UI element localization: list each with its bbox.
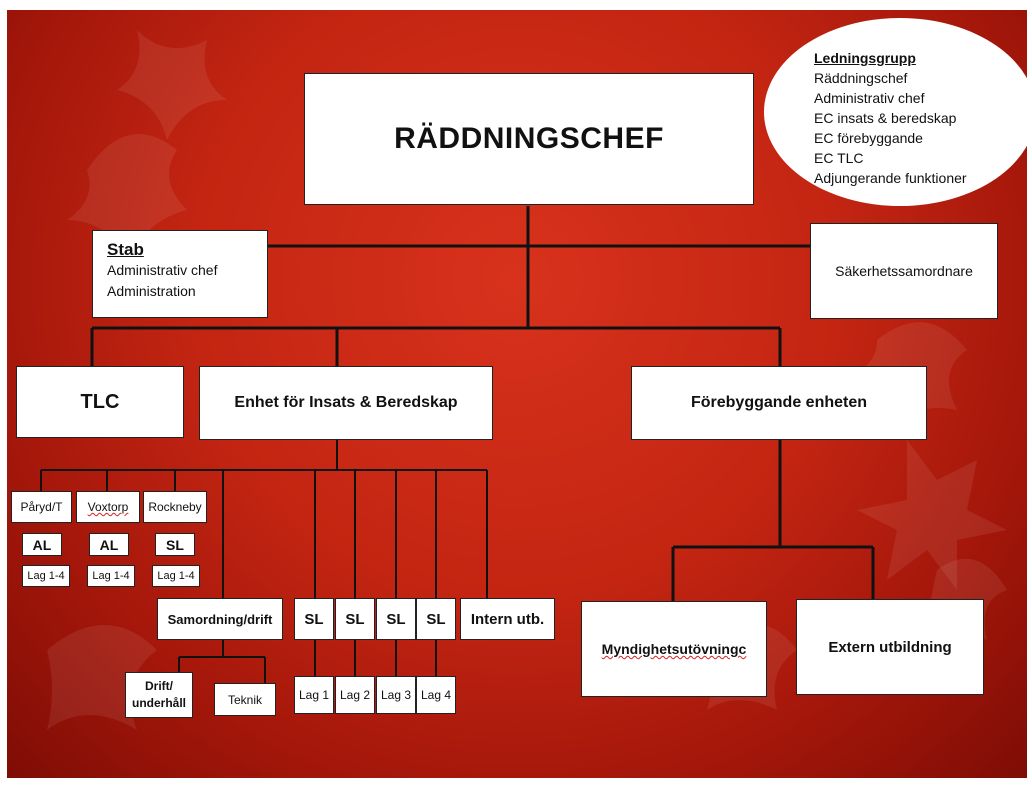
- ledningsgrupp-heading: Ledningsgrupp: [814, 50, 916, 66]
- lag-label: Lag 1-4: [92, 570, 130, 582]
- lag-box: Lag 1: [294, 676, 334, 714]
- ledningsgrupp-item: EC TLC: [814, 150, 864, 166]
- lag-label: Lag 1-4: [157, 570, 195, 582]
- extern-utbildning-label: Extern utbildning: [828, 638, 952, 656]
- org-connector-lines: [40, 206, 875, 683]
- insats-beredskap-box: Enhet för Insats & Beredskap: [199, 366, 493, 440]
- station-box-voxtorp: Voxtorp: [76, 491, 140, 523]
- sl-label: SL: [386, 610, 406, 628]
- station-label: Påryd/T: [20, 500, 63, 514]
- forebyggande-box: Förebyggande enheten: [631, 366, 927, 440]
- sl-box: SL: [294, 598, 334, 640]
- drift-label: Drift/ underhåll: [131, 679, 186, 710]
- ledningsgrupp-oval: Ledningsgrupp Räddningschef Administrati…: [764, 18, 1027, 206]
- tlc-box: TLC: [16, 366, 184, 438]
- role-label: AL: [32, 536, 52, 553]
- extern-utbildning-box: Extern utbildning: [796, 599, 984, 695]
- sakerhetssamordnare-box: Säkerhetssamordnare: [810, 223, 998, 319]
- insats-beredskap-label: Enhet för Insats & Beredskap: [234, 394, 458, 411]
- ledningsgrupp-item: EC insats & beredskap: [814, 110, 957, 126]
- lag-label: Lag 2: [339, 688, 371, 702]
- stab-box: Stab Administrativ chef Administration: [92, 230, 268, 318]
- lag-label: Lag 3: [380, 688, 412, 702]
- sl-label: SL: [426, 610, 446, 628]
- station-box-rockneby: Rockneby: [143, 491, 207, 523]
- role-label: AL: [99, 536, 119, 553]
- sl-box: SL: [376, 598, 416, 640]
- ledningsgrupp-item: Administrativ chef: [814, 90, 925, 106]
- station-label: Rockneby: [148, 500, 202, 514]
- samordning-box: Samordning/drift: [157, 598, 283, 640]
- tlc-label: TLC: [80, 390, 120, 413]
- stab-item: Administrativ chef: [107, 262, 218, 278]
- role-box-al: AL: [89, 533, 129, 556]
- sl-box: SL: [335, 598, 375, 640]
- intern-utb-label: Intern utb.: [470, 610, 545, 628]
- raddningschef-box: RÄDDNINGSCHEF: [304, 73, 754, 205]
- forebyggande-label: Förebyggande enheten: [690, 394, 868, 411]
- sl-label: SL: [304, 610, 324, 628]
- station-label: Voxtorp: [87, 500, 129, 514]
- sl-box: SL: [416, 598, 456, 640]
- lag-box: Lag 4: [416, 676, 456, 714]
- raddningschef-title: RÄDDNINGSCHEF: [394, 122, 664, 155]
- sl-label: SL: [345, 610, 365, 628]
- role-label: SL: [166, 536, 184, 553]
- teknik-label: Teknik: [227, 692, 262, 707]
- lag-label: Lag 4: [420, 688, 452, 702]
- stab-item: Administration: [107, 283, 196, 299]
- myndighetsutovning-box: Myndighetsutövningc: [581, 601, 767, 697]
- lag-box: Lag 1-4: [87, 565, 135, 587]
- ledningsgrupp-item: Adjungerande funktioner: [814, 170, 967, 186]
- sakerhetssamordnare-label: Säkerhetssamordnare: [835, 263, 973, 279]
- slide-background: RÄDDNINGSCHEF Ledningsgrupp Räddningsche…: [7, 10, 1027, 778]
- ledningsgrupp-item: EC förebyggande: [814, 130, 923, 146]
- lag-label: Lag 1: [298, 688, 330, 702]
- lag-label: Lag 1-4: [27, 570, 65, 582]
- station-box-paryd: Påryd/T: [11, 491, 72, 523]
- lag-box: Lag 1-4: [152, 565, 200, 587]
- role-box-al: AL: [22, 533, 62, 556]
- teknik-box: Teknik: [214, 683, 276, 716]
- lag-box: Lag 3: [376, 676, 416, 714]
- lag-box: Lag 1-4: [22, 565, 70, 587]
- myndighetsutovning-label: Myndighetsutövningc: [601, 641, 747, 657]
- drift-box: Drift/ underhåll: [125, 672, 193, 718]
- lag-box: Lag 2: [335, 676, 375, 714]
- ledningsgrupp-item: Räddningschef: [814, 70, 908, 86]
- intern-utb-box: Intern utb.: [460, 598, 555, 640]
- samordning-label: Samordning/drift: [167, 611, 273, 627]
- role-box-sl: SL: [155, 533, 195, 556]
- stab-heading: Stab: [107, 240, 144, 259]
